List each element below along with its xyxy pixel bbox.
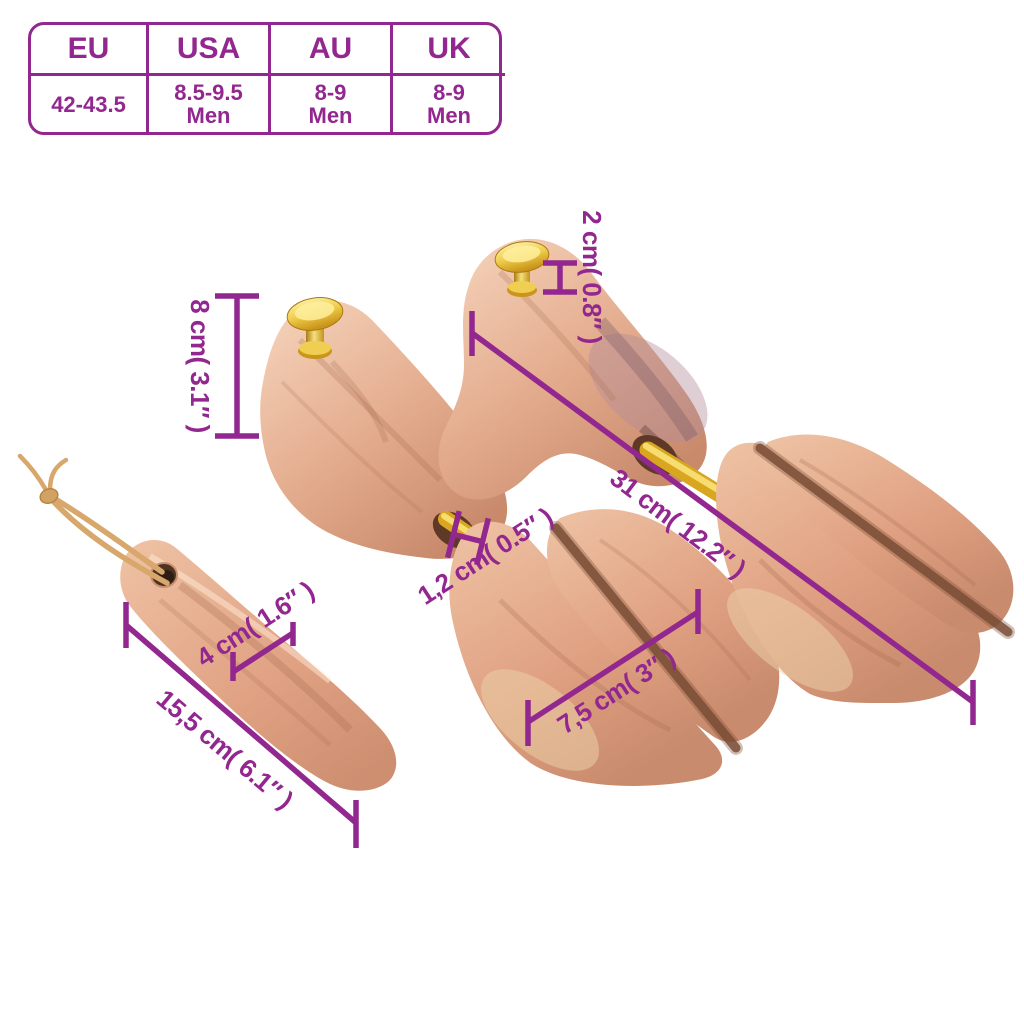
- size-table-header-eu: EU: [31, 25, 146, 76]
- size-gender: Men: [427, 103, 471, 128]
- size-table-header-au: AU: [271, 25, 390, 76]
- split-toe-back: [763, 434, 1014, 633]
- shoe-horn: [17, 453, 397, 791]
- size-table-header-uk: UK: [393, 25, 505, 76]
- size-gender: Men: [186, 103, 231, 128]
- heel-block: [260, 300, 508, 559]
- size-table-value-au: 8-9 Men: [271, 76, 390, 132]
- size-value: 42-43.5: [51, 91, 126, 117]
- size-table-value-usa: 8.5-9.5 Men: [149, 76, 268, 132]
- dim-stretcher-height: 8 cm( 3.1″ ): [185, 293, 259, 439]
- wood-grain: [598, 538, 752, 682]
- dim-label-knob-height: 2 cm( 0.8″ ): [577, 210, 607, 344]
- leather-cord: [17, 453, 170, 586]
- wood-grain: [798, 458, 977, 587]
- size-value: 8.5-9.5: [174, 80, 243, 105]
- dim-label-stretcher-height: 8 cm( 3.1″ ): [185, 299, 215, 433]
- size-gender: Men: [308, 103, 353, 128]
- brass-knob: [286, 297, 344, 359]
- size-value: 8-9: [433, 80, 465, 105]
- shoe-horn-body: [120, 539, 397, 791]
- wood-grain: [177, 581, 353, 733]
- shoe-stretcher-back: [438, 238, 1015, 704]
- size-table-col-eu: EU 42-43.5: [31, 25, 146, 132]
- wood-sheen: [588, 333, 708, 443]
- size-table: EU 42-43.5 USA 8.5-9.5 Men AU 8-9 Men UK…: [28, 22, 505, 135]
- wood-grain: [498, 598, 672, 733]
- dim-knob-height: 2 cm( 0.8″ ): [543, 210, 607, 344]
- size-table-col-uk: UK 8-9 Men: [390, 25, 505, 132]
- split-toe-back: [546, 509, 780, 742]
- shoe-stretcher-front: [260, 297, 780, 786]
- cord-knot: [39, 487, 59, 505]
- wood-grain: [594, 317, 698, 442]
- wood-grain: [329, 359, 389, 443]
- brass-knob: [494, 241, 550, 297]
- heel-block: [438, 238, 707, 500]
- wood-highlight: [481, 669, 599, 771]
- wood-grain: [280, 380, 424, 514]
- size-table-value-eu: 42-43.5: [31, 76, 146, 132]
- size-table-header-usa: USA: [149, 25, 268, 76]
- size-value: 8-9: [314, 80, 347, 105]
- toe-slot: [551, 523, 741, 753]
- toe-slot: [755, 443, 1013, 637]
- wood-grain: [158, 598, 332, 747]
- wood-highlight: [727, 588, 853, 692]
- wood-grain: [758, 558, 902, 668]
- size-table-col-usa: USA 8.5-9.5 Men: [146, 25, 268, 132]
- size-table-col-au: AU 8-9 Men: [268, 25, 390, 132]
- size-table-value-uk: 8-9 Men: [393, 76, 505, 132]
